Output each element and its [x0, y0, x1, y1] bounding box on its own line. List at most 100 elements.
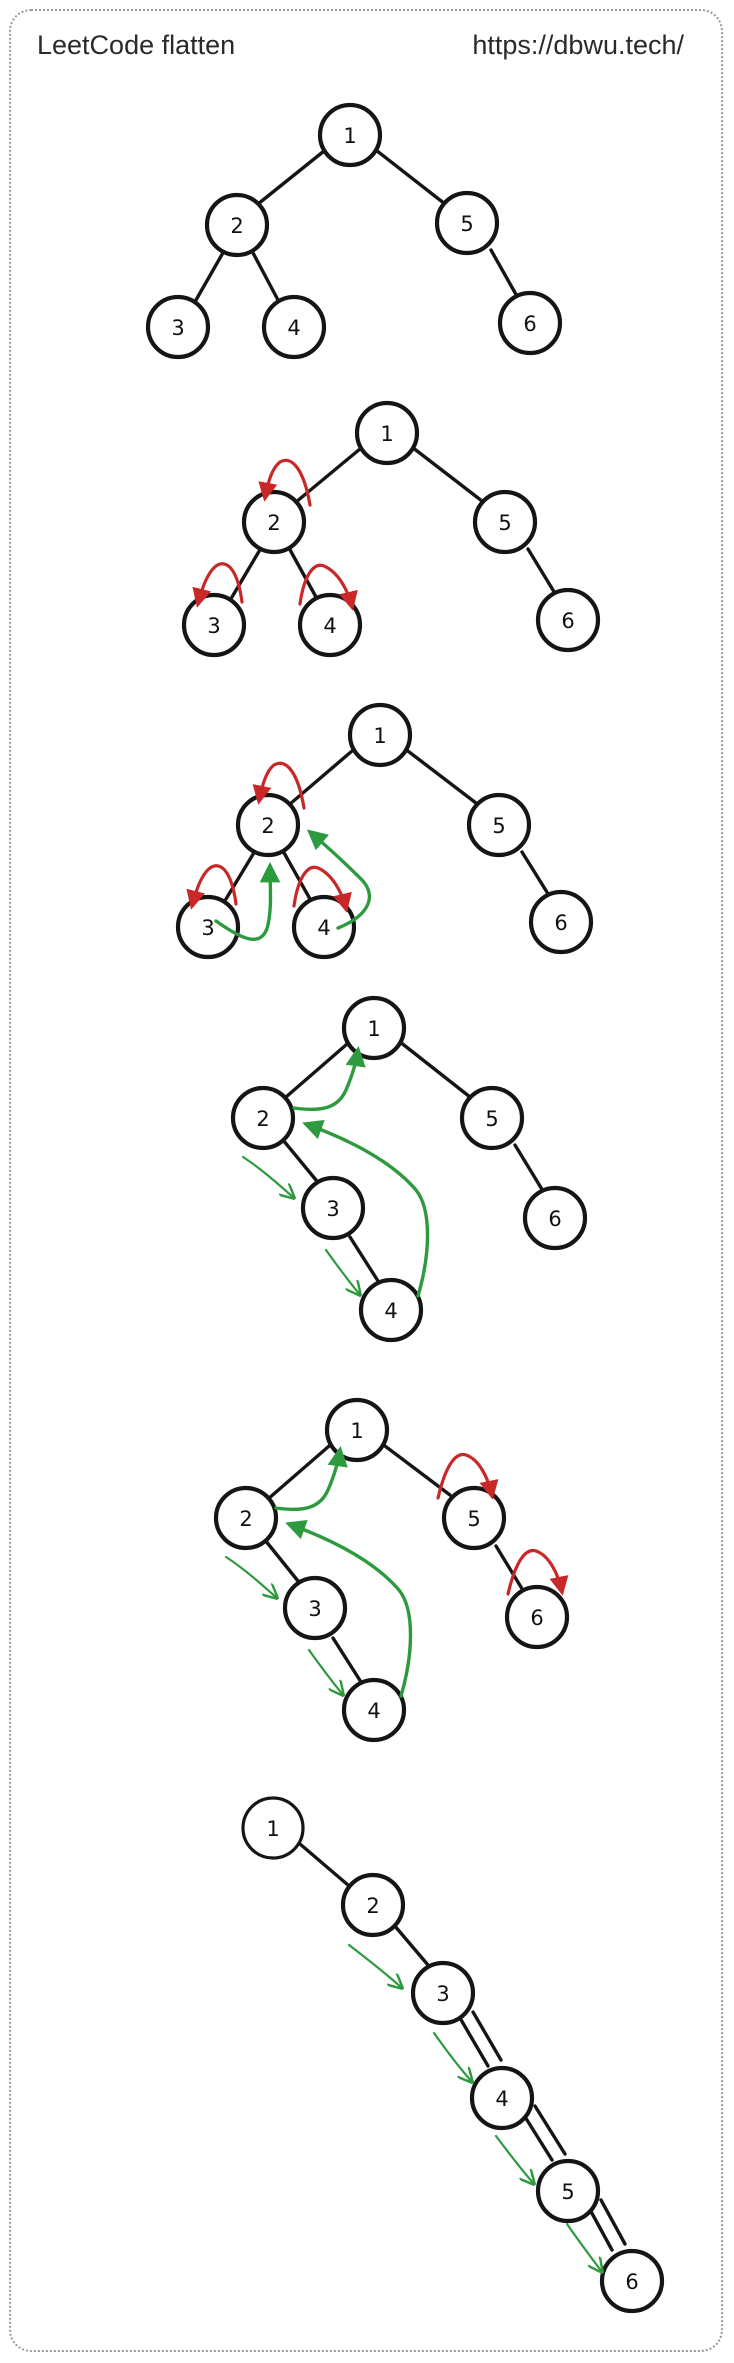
svg-text:1: 1	[380, 422, 393, 446]
stage-2-node: 6	[535, 587, 601, 653]
svg-text:6: 6	[554, 911, 567, 935]
svg-text:1: 1	[343, 124, 356, 148]
stage-6-list: 1 2 3 4 5 6	[241, 1796, 665, 2314]
stage-5-node: 4	[341, 1677, 407, 1743]
stage-4-node: 1	[341, 995, 407, 1061]
stage-5-node: 2	[213, 1485, 279, 1551]
flatten-arrow-2-3	[241, 1155, 294, 1198]
link-arrow-4-to-2	[285, 1519, 413, 1698]
stage-6-node: 4	[469, 2065, 535, 2131]
swap-arrow-2	[258, 458, 312, 507]
svg-text:2: 2	[256, 1107, 269, 1131]
link-arrow-2-to-1	[292, 1045, 366, 1112]
stage-5-node: 1	[324, 1397, 390, 1463]
svg-text:2: 2	[366, 1894, 379, 1918]
stage-3-node: 3	[175, 894, 241, 960]
link-arrow-2-to-1	[274, 1445, 348, 1512]
svg-text:6: 6	[530, 1606, 543, 1630]
flatten-arrow-3-4	[324, 1248, 360, 1295]
svg-text:3: 3	[436, 1982, 449, 2006]
page-frame	[9, 9, 723, 2352]
svg-text:2: 2	[261, 814, 274, 838]
stage-1-node: 5	[434, 190, 500, 256]
stage-4-node: 5	[459, 1085, 525, 1151]
stage-3-node: 1	[347, 702, 413, 768]
svg-text:1: 1	[266, 1817, 279, 1841]
svg-text:5: 5	[561, 2180, 574, 2204]
stage-5-node: 6	[504, 1584, 570, 1650]
flatten-arrow-4-5	[494, 2134, 534, 2184]
stage-3-node: 2	[235, 792, 301, 858]
swap-arrow-3	[186, 864, 238, 910]
stage-4-node: 3	[300, 1175, 366, 1241]
swap-arrow-3	[192, 562, 244, 608]
stage-2-node: 1	[354, 400, 420, 466]
stage-1-node: 6	[497, 290, 563, 356]
svg-text:4: 4	[317, 916, 330, 940]
stage-6-node: 1	[241, 1796, 305, 1860]
svg-text:4: 4	[367, 1699, 380, 1723]
stage-1-node: 4	[261, 294, 327, 360]
flatten-arrow-3-4	[307, 1648, 343, 1695]
svg-text:3: 3	[326, 1197, 339, 1221]
stage-3-tree: 1 2 5 3 4 6	[175, 702, 594, 960]
stage-3-node: 6	[528, 889, 594, 955]
stage-2-node: 2	[241, 489, 307, 555]
page-title: LeetCode flatten	[37, 30, 236, 60]
flatten-arrow-3-4	[432, 2031, 472, 2082]
stage-6-node: 6	[599, 2248, 665, 2314]
stage-4-node: 4	[358, 1277, 424, 1343]
svg-text:1: 1	[373, 724, 386, 748]
stage-4-node: 6	[522, 1185, 588, 1251]
svg-text:4: 4	[323, 614, 336, 638]
svg-text:2: 2	[267, 511, 280, 535]
svg-text:2: 2	[230, 214, 243, 238]
svg-text:5: 5	[467, 1507, 480, 1531]
flatten-arrow-5-6	[565, 2222, 602, 2272]
svg-text:2: 2	[239, 1507, 252, 1531]
stage-6-node: 5	[535, 2158, 601, 2224]
svg-text:3: 3	[171, 316, 184, 340]
svg-text:6: 6	[561, 609, 574, 633]
link-arrow-3-to-2	[214, 861, 281, 941]
svg-text:1: 1	[350, 1419, 363, 1443]
stage-3-node: 5	[466, 792, 532, 858]
stage-5-node: 3	[282, 1575, 348, 1641]
svg-text:4: 4	[384, 1299, 397, 1323]
svg-text:4: 4	[287, 316, 300, 340]
stage-5-tree: 1 2 5 3 4 6	[213, 1397, 570, 1743]
stage-2-tree: 1 2 5 3 4 6	[181, 400, 601, 658]
site-url[interactable]: https://dbwu.tech/	[472, 30, 684, 60]
stage-2-node: 3	[181, 592, 247, 658]
svg-text:5: 5	[492, 814, 505, 838]
svg-text:1: 1	[367, 1017, 380, 1041]
stage-4-node: 2	[230, 1085, 296, 1151]
svg-text:3: 3	[207, 614, 220, 638]
swap-arrow-1	[436, 1453, 499, 1500]
stage-6-node: 3	[410, 1960, 476, 2026]
svg-text:5: 5	[460, 212, 473, 236]
swap-arrow-4	[292, 865, 352, 913]
stage-1-node: 1	[317, 102, 383, 168]
stage-1-tree: 1 2 5 3 4 6	[145, 102, 563, 360]
stage-4-tree: 1 2 5 3 4 6	[230, 995, 588, 1343]
svg-text:5: 5	[498, 511, 511, 535]
stage-2-node: 5	[472, 489, 538, 555]
svg-text:6: 6	[625, 2270, 638, 2294]
svg-text:6: 6	[548, 1207, 561, 1231]
svg-text:3: 3	[308, 1597, 321, 1621]
stage-1-node: 3	[145, 294, 211, 360]
swap-arrow-4	[298, 563, 358, 611]
stage-5-node: 5	[441, 1485, 507, 1551]
svg-text:4: 4	[495, 2087, 508, 2111]
flatten-arrow-2-3	[224, 1555, 277, 1598]
svg-text:6: 6	[523, 312, 536, 336]
swap-arrow-2	[252, 761, 306, 810]
link-arrow-4-to-2	[306, 829, 372, 930]
stage-1-node: 2	[204, 192, 270, 258]
svg-text:3: 3	[201, 916, 214, 940]
flatten-arrow-2-3	[347, 1943, 402, 1988]
swap-arrow-5	[506, 1549, 569, 1596]
svg-text:5: 5	[485, 1107, 498, 1131]
